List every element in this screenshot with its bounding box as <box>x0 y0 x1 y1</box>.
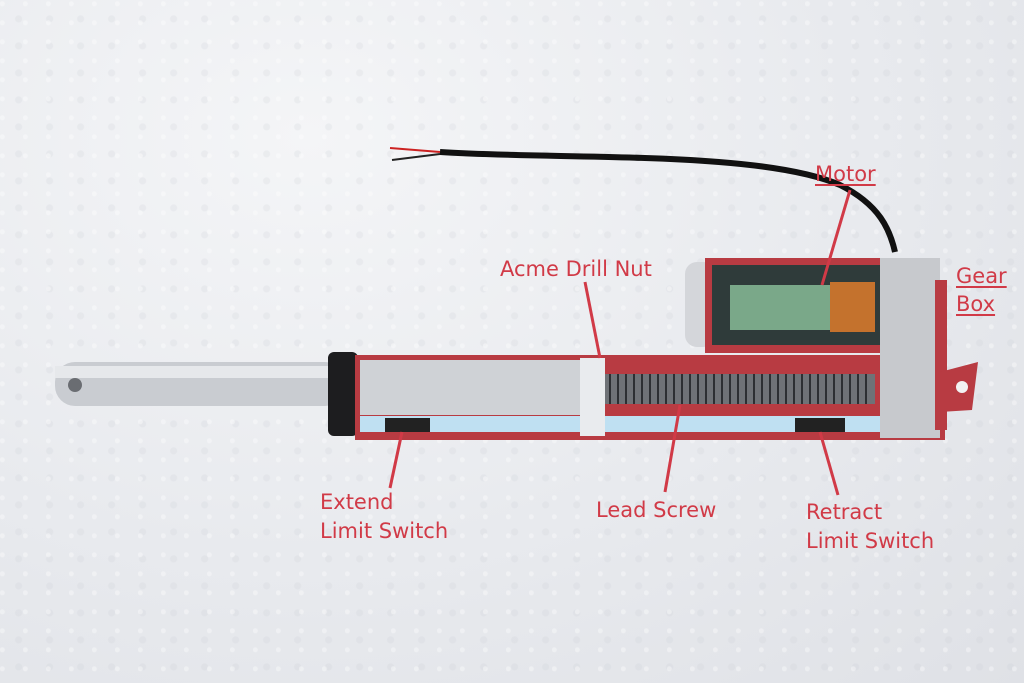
label-extend-2: Limit Switch <box>320 519 449 543</box>
label-extend-1: Extend <box>320 490 394 514</box>
label-gear-box-1: Gear <box>956 264 1007 288</box>
label-retract-2: Limit Switch <box>806 529 935 553</box>
label-gear-box-2: Box <box>956 292 996 316</box>
label-lead-screw: Lead Screw <box>596 498 717 522</box>
label-acme-drill-nut: Acme Drill Nut <box>500 257 652 281</box>
label-motor: Motor <box>815 162 876 186</box>
label-retract-1: Retract <box>806 500 883 524</box>
